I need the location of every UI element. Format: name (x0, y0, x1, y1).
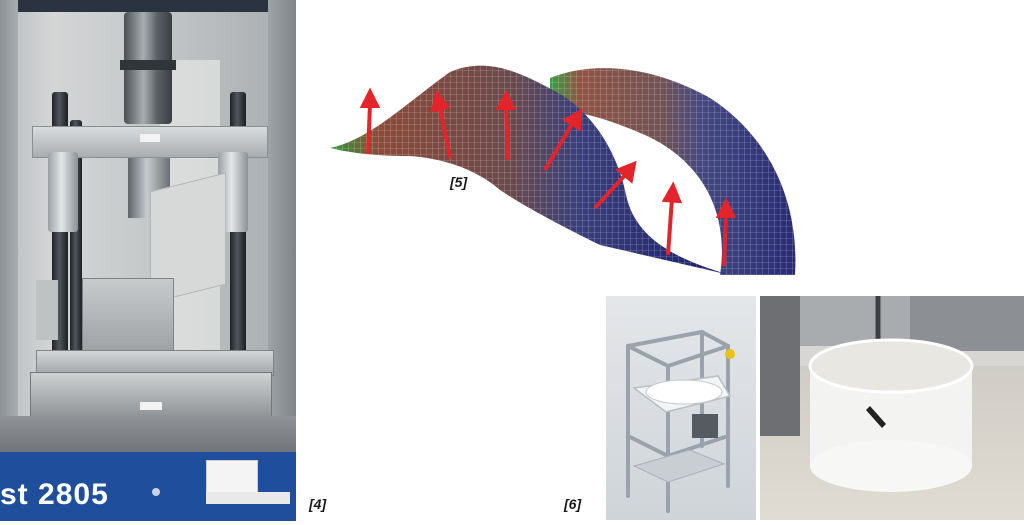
bending-die (82, 278, 174, 352)
reference-label-4: [4] (309, 496, 327, 512)
guide-bushing-left (48, 152, 78, 232)
paper-cylinder-graphic (760, 296, 1024, 492)
fe-simulation-mesh (300, 40, 820, 290)
photo-paper-cylinder (760, 296, 1024, 520)
fe-mesh-graphic (330, 65, 796, 275)
force-arrow (438, 107, 452, 159)
info-sticker-strip (206, 492, 290, 504)
base-plate-tag (140, 402, 162, 410)
force-arrow (504, 105, 510, 161)
photo-rig-render (606, 296, 756, 520)
photo-testing-machine: st 2805 (0, 0, 296, 521)
reference-label-6: [6] (564, 496, 582, 512)
force-arrow (722, 213, 728, 267)
machine-model-text: st 2805 (0, 478, 109, 511)
force-arrow (593, 172, 628, 210)
machine-left-column (0, 0, 18, 460)
info-sticker (206, 460, 258, 496)
machine-top-frame (0, 0, 296, 12)
panel-bolt (152, 488, 160, 496)
load-cell-ring (120, 60, 176, 70)
rig-render-graphic (626, 330, 735, 513)
force-arrow (543, 122, 574, 172)
die-side-block (36, 280, 58, 340)
base-plate (30, 372, 272, 418)
upper-plate-tag (140, 134, 160, 142)
machine-right-column (268, 0, 296, 460)
force-arrows (359, 87, 737, 267)
reference-label-5: [5] (450, 174, 468, 190)
force-arrow (666, 197, 674, 256)
force-arrow (366, 103, 372, 155)
